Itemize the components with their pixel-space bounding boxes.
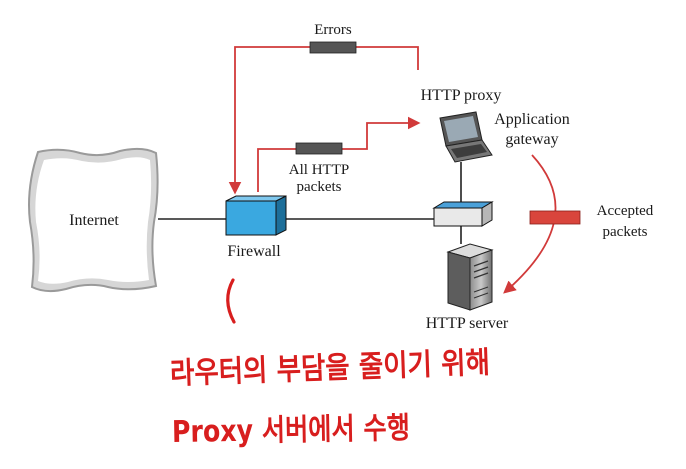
annotation-line2: Proxy 서버에서 수행 — [172, 411, 411, 450]
all-http-label-line1: All HTTP — [289, 162, 349, 178]
http-server-label: HTTP server — [426, 315, 509, 332]
http-server: HTTP server — [426, 243, 509, 332]
accepted-path: Accepted packets — [503, 154, 654, 294]
http-proxy: HTTP proxy Application gateway — [421, 87, 570, 163]
firewall-box-icon — [225, 200, 277, 236]
server-icon — [446, 243, 494, 311]
laptop-icon — [439, 111, 493, 163]
errors-packet — [309, 41, 357, 54]
all-http-label-line2: packets — [297, 179, 342, 195]
handwritten-bracket-mark — [226, 278, 236, 324]
firewall-top — [225, 195, 287, 202]
internet-label: Internet — [69, 212, 119, 229]
switch-icon — [433, 207, 483, 227]
network-links — [158, 162, 462, 244]
internet-cloud-inner — [35, 157, 152, 284]
accepted-label-line2: packets — [603, 224, 648, 240]
annotation-line1: 라우터의 부담을 줄이기 위해 — [169, 345, 490, 391]
internet-cloud: Internet — [28, 147, 159, 293]
all-http-packet — [295, 142, 343, 155]
all-http-path: All HTTP packets — [257, 116, 421, 195]
application-gateway-label-line2: gateway — [505, 131, 558, 148]
switch-side — [481, 201, 493, 227]
http-proxy-label: HTTP proxy — [421, 87, 502, 104]
accepted-packet — [529, 210, 581, 225]
errors-path: Errors — [228, 22, 419, 195]
errors-label: Errors — [314, 22, 352, 38]
all-http-line — [257, 116, 421, 192]
switch — [432, 201, 494, 227]
firewall-label: Firewall — [227, 243, 281, 260]
handwritten-annotation: 라우터의 부담을 줄이기 위해 Proxy 서버에서 수행 — [169, 278, 490, 450]
application-gateway-label-line1: Application — [494, 111, 570, 128]
firewall: Firewall — [225, 195, 287, 260]
firewall-side — [275, 195, 287, 236]
accepted-label-line1: Accepted — [597, 203, 654, 219]
